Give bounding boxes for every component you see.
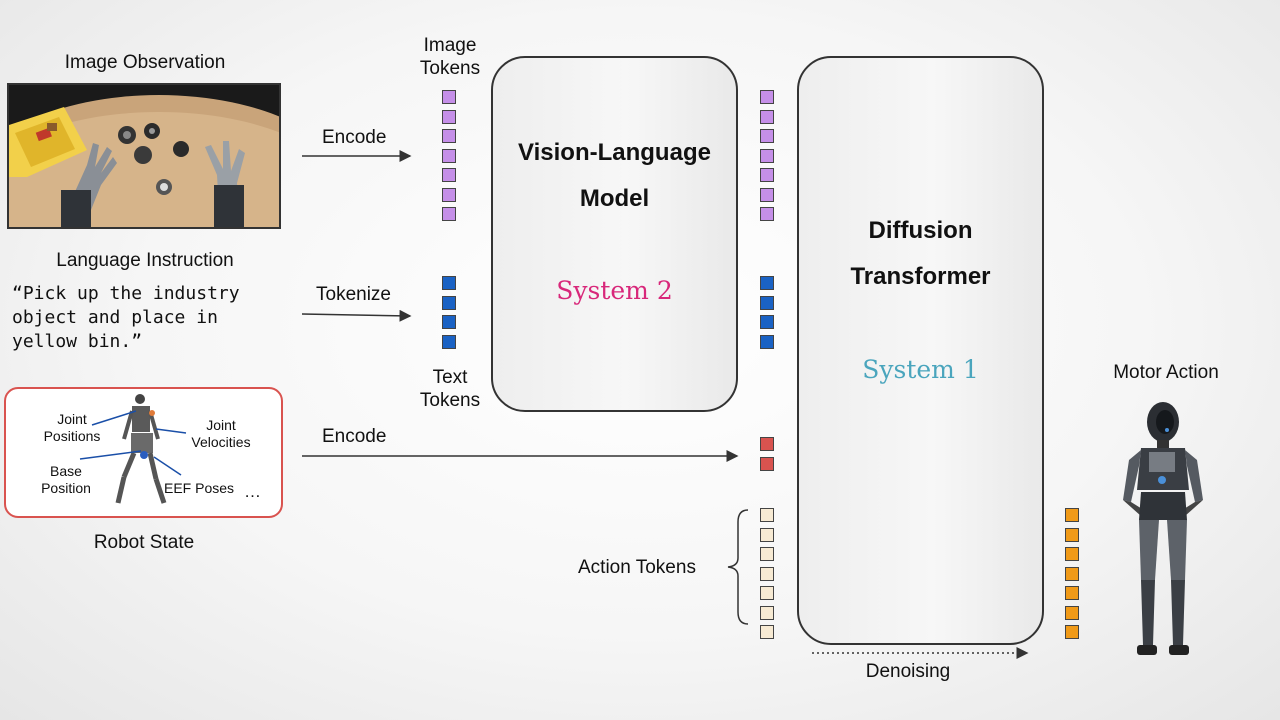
- action-token: [760, 508, 774, 522]
- tokenize-label: Tokenize: [316, 284, 391, 305]
- image-token: [760, 187, 774, 202]
- robot-skeleton-illustration: [79, 394, 187, 504]
- eef-poses-label: EEF Poses: [164, 480, 235, 496]
- system-1-label: System 1: [862, 355, 979, 384]
- text-token: [760, 315, 774, 329]
- text-token: [442, 295, 456, 310]
- image-token: [760, 90, 774, 104]
- action-token: [1065, 508, 1079, 522]
- image-token: [760, 129, 774, 143]
- image-observation-label: Image Observation: [64, 52, 226, 73]
- robot-state-label: Robot State: [93, 532, 195, 553]
- humanoid-robot-illustration: [1123, 402, 1203, 655]
- action-token: [1065, 527, 1079, 542]
- action-token: [760, 547, 774, 561]
- action-token: [760, 625, 774, 639]
- text-tokens-input: [442, 276, 458, 356]
- system-2-label: System 2: [556, 276, 673, 305]
- text-token: [442, 334, 456, 349]
- tabletop-scene-illustration: [9, 95, 279, 227]
- text-token: [760, 295, 774, 310]
- action-tokens-label: Action Tokens: [578, 557, 696, 578]
- image-token: [760, 168, 774, 182]
- image-token: [442, 187, 456, 202]
- image-token: [760, 109, 774, 124]
- action-tokens-final: [1065, 508, 1081, 639]
- instruction-line-1: “Pick up the industry: [12, 283, 240, 304]
- image-token: [442, 129, 456, 143]
- action-token: [1065, 625, 1079, 639]
- instruction-line-2: object and place in: [12, 307, 218, 328]
- text-token: [760, 276, 774, 290]
- image-tokens-input: [442, 90, 458, 230]
- motor-action-label: Motor Action: [1113, 362, 1219, 383]
- image-token: [442, 109, 456, 124]
- image-token: [442, 207, 456, 221]
- image-token: [442, 90, 456, 104]
- action-token: [1065, 547, 1079, 561]
- state-tokens: [760, 437, 776, 477]
- image-tokens-output: [760, 90, 776, 230]
- action-token: [1065, 605, 1079, 620]
- language-instruction-label: Language Instruction: [56, 250, 234, 271]
- action-token: [760, 527, 774, 542]
- action-token: [1065, 566, 1079, 581]
- text-token: [442, 276, 456, 290]
- action-token: [1065, 586, 1079, 600]
- instruction-line-3: yellow bin.”: [12, 331, 143, 352]
- image-token: [760, 148, 774, 163]
- state-token: [760, 456, 774, 471]
- tokenize-arrow: [301, 309, 412, 322]
- denoising-label: Denoising: [865, 661, 951, 682]
- more-state-ellipsis: …: [244, 482, 261, 501]
- image-observation-photo: [7, 83, 281, 229]
- text-token: [760, 334, 774, 349]
- action-token: [760, 586, 774, 600]
- action-tokens-brace: [727, 509, 749, 625]
- text-tokens-output: [760, 276, 776, 356]
- encode-state-label: Encode: [322, 426, 387, 447]
- action-token: [760, 605, 774, 620]
- image-token: [760, 207, 774, 221]
- state-token: [760, 437, 774, 451]
- image-token: [442, 168, 456, 182]
- text-token: [442, 315, 456, 329]
- action-tokens-noisy: [760, 508, 776, 639]
- encode-image-label: Encode: [322, 127, 387, 148]
- action-token: [760, 566, 774, 581]
- image-token: [442, 148, 456, 163]
